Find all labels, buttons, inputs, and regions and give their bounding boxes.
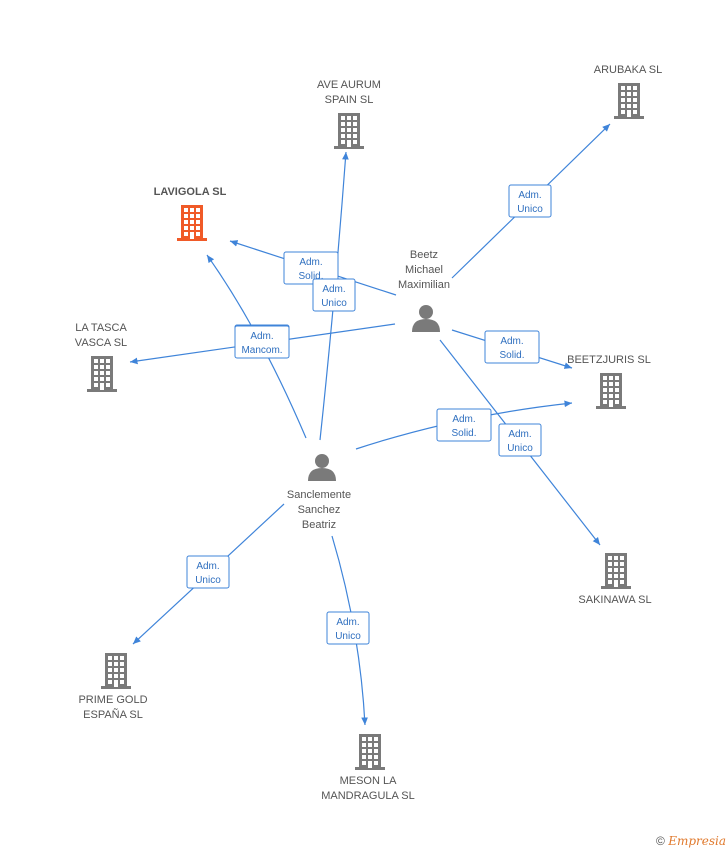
- node-ave[interactable]: AVE AURUM SPAIN SL: [317, 79, 381, 149]
- edge-label-text: Adm.: [452, 414, 475, 425]
- edge-label-text: Unico: [195, 575, 221, 586]
- node-label-arubaka: ARUBAKA SL: [594, 64, 662, 76]
- node-label-ave: SPAIN SL: [325, 94, 374, 106]
- edge-label-text: Adm.: [508, 429, 531, 440]
- node-label-beetz: Maximilian: [398, 279, 450, 291]
- node-label-meson: MANDRAGULA SL: [321, 790, 415, 802]
- node-sakinawa[interactable]: SAKINAWA SL: [578, 553, 652, 606]
- building-icon[interactable]: [177, 205, 207, 241]
- edge-label-beetz-beetzjuris[interactable]: Adm. Solid.: [484, 330, 540, 364]
- node-beetzjuris[interactable]: BEETZJURIS SL: [567, 354, 651, 409]
- building-icon[interactable]: [87, 356, 117, 392]
- edge-label-text: Adm.: [299, 257, 322, 268]
- edge-label-text: Unico: [321, 298, 347, 309]
- node-label-beetz: Beetz: [410, 249, 438, 261]
- edge-label-sanclemente-ave[interactable]: Adm. Unico: [312, 278, 356, 312]
- node-label-primegold: PRIME GOLD: [78, 694, 147, 706]
- building-icon[interactable]: [101, 653, 131, 689]
- node-label-lavigola: LAVIGOLA SL: [154, 186, 227, 198]
- brand-logo: Empresia: [668, 834, 726, 848]
- nodes-layer: AVE AURUM SPAIN SL ARUBAKA SL LAVIGOLA SL LA…: [75, 64, 662, 802]
- edge-label-text: Adm.: [500, 336, 523, 347]
- footer-brand: © Empresia: [656, 834, 726, 848]
- edge-label-text: Solid.: [451, 428, 476, 439]
- building-icon[interactable]: [355, 734, 385, 770]
- building-icon[interactable]: [596, 373, 626, 409]
- node-label-primegold: ESPAÑA SL: [83, 708, 143, 721]
- node-label-sanclemente: Beatriz: [302, 519, 336, 531]
- edge-label-beetz-arubaka[interactable]: Adm. Unico: [508, 184, 552, 218]
- edge-label-text: Unico: [507, 443, 533, 454]
- node-latasca[interactable]: LA TASCA VASCA SL: [75, 322, 128, 392]
- edge-label-sanclemente-primegold[interactable]: Adm. Unico: [186, 555, 230, 589]
- edge-label-text: Unico: [517, 204, 543, 215]
- building-icon[interactable]: [601, 553, 631, 589]
- edge-label-sanclemente-meson[interactable]: Adm. Unico: [326, 611, 370, 645]
- edge-label-text: Adm.: [250, 331, 273, 342]
- node-meson[interactable]: MESON LA MANDRAGULA SL: [321, 734, 415, 802]
- node-label-sakinawa: SAKINAWA SL: [578, 594, 651, 606]
- node-label-latasca: VASCA SL: [75, 337, 127, 349]
- edge-label-text: Adm.: [322, 284, 345, 295]
- edge-labels-layer: Adm.UnicoAdm.Solid.Adm.Mancom.Adm.Solid.…: [186, 184, 552, 645]
- building-icon[interactable]: [614, 83, 644, 119]
- edge-label-sanclemente-lavigola[interactable]: Adm. Mancom.: [234, 325, 290, 359]
- edge-label-text: Mancom.: [241, 345, 282, 356]
- node-label-sanclemente: Sanclemente: [287, 489, 351, 501]
- edge-label-text: Unico: [335, 631, 361, 642]
- building-icon[interactable]: [334, 113, 364, 149]
- node-label-ave: AVE AURUM: [317, 79, 381, 91]
- edge-label-text: Adm.: [196, 561, 219, 572]
- edge-label-text: Adm.: [336, 617, 359, 628]
- node-label-sanclemente: Sanchez: [298, 504, 341, 516]
- node-label-latasca: LA TASCA: [75, 322, 127, 334]
- node-label-beetz: Michael: [405, 264, 443, 276]
- person-icon[interactable]: [412, 305, 440, 332]
- edge-label-sanclemente-beetzjuris[interactable]: Adm. Solid.: [436, 408, 492, 442]
- node-lavigola[interactable]: LAVIGOLA SL: [154, 186, 227, 241]
- node-label-meson: MESON LA: [340, 775, 398, 787]
- node-primegold[interactable]: PRIME GOLD ESPAÑA SL: [78, 653, 148, 721]
- edge-label-beetz-lavigola[interactable]: Adm. Solid.: [283, 251, 339, 285]
- person-icon[interactable]: [308, 454, 336, 481]
- edge-label-text: Adm.: [518, 190, 541, 201]
- edge-label-beetz-sakinawa[interactable]: Adm. Unico: [498, 423, 542, 457]
- node-label-beetzjuris: BEETZJURIS SL: [567, 354, 651, 366]
- copyright-symbol: ©: [656, 834, 665, 848]
- node-arubaka[interactable]: ARUBAKA SL: [594, 64, 662, 119]
- edge-label-text: Solid.: [499, 350, 524, 361]
- edge-label-text: Solid.: [298, 271, 323, 282]
